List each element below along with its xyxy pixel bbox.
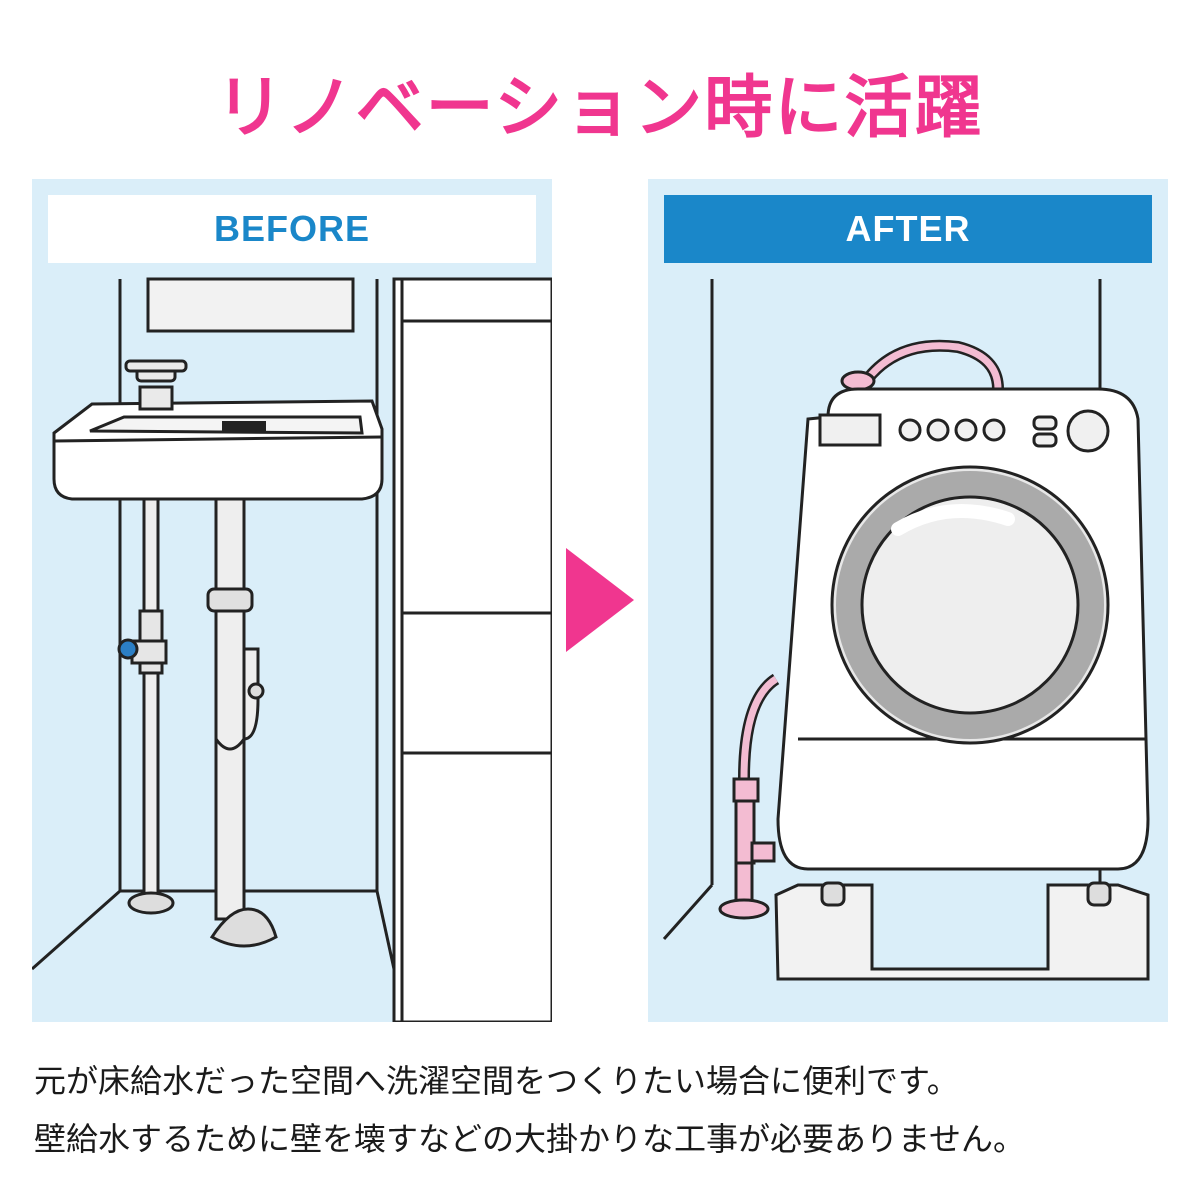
sink-illustration	[32, 277, 552, 1022]
caption: 元が床給水だった空間へ洗濯空間をつくりたい場合に便利です。 壁給水するために壁を…	[34, 1052, 1184, 1168]
page-title: リノベーション時に活躍	[215, 69, 985, 148]
washing-machine-illustration	[662, 279, 1150, 981]
play-arrow-icon	[566, 548, 634, 652]
caption-line-1: 元が床給水だった空間へ洗濯空間をつくりたい場合に便利です。	[34, 1062, 959, 1100]
after-panel: AFTER	[648, 179, 1168, 1022]
caption-line-2: 壁給水するために壁を壊すなどの大掛かりな工事が必要ありません。	[34, 1120, 1026, 1158]
after-label: AFTER	[664, 195, 1152, 263]
before-panel: BEFORE	[32, 179, 552, 1022]
before-label: BEFORE	[48, 195, 536, 263]
